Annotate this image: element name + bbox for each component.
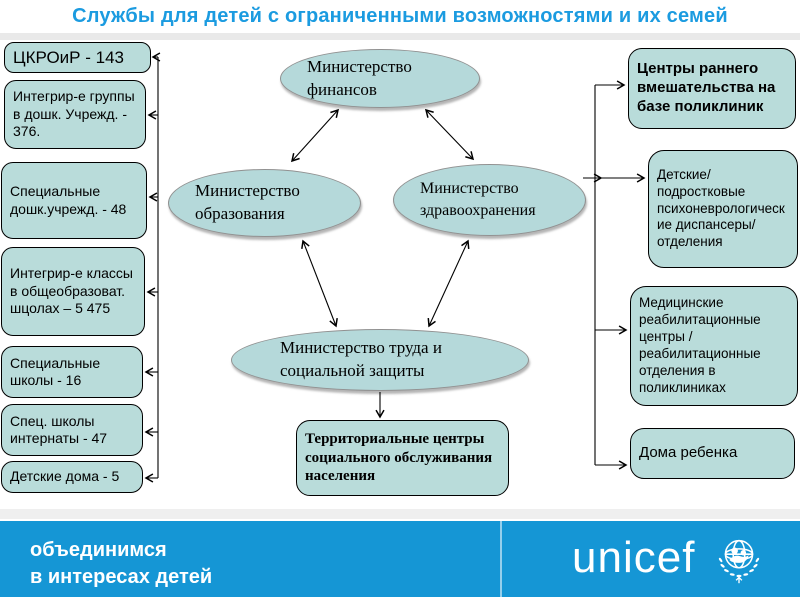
- left-box-label: Специальные дошк.учрежд. - 48: [10, 183, 127, 217]
- unicef-slogan: объединимся в интересах детей: [30, 537, 212, 591]
- territorial-centers-label: Территориальные центры социального обслу…: [305, 430, 493, 485]
- territorial-centers-box: Территориальные центры социального обслу…: [296, 420, 509, 496]
- right-box-label: Центры раннего вмешательства на базе пол…: [637, 60, 776, 115]
- left-box-integrated-groups: Интегрир-е группы в дошк. Учрежд. - 376.: [4, 80, 146, 149]
- right-box-label: Дома ребенка: [639, 444, 738, 462]
- slogan-line-2: в интересах детей: [30, 566, 213, 588]
- left-box-special-preschool: Специальные дошк.учрежд. - 48: [1, 162, 147, 239]
- unicef-logo-icon: [718, 539, 760, 584]
- left-box-boarding-schools: Спец. школы интернаты - 47: [1, 404, 143, 456]
- pre-footer-divider: [0, 509, 800, 519]
- right-box-label: Детские/ подростковые психоневрологическ…: [657, 166, 785, 250]
- right-box-psychoneuro-dispensaries: Детские/ подростковые психоневрологическ…: [648, 150, 798, 268]
- ministry-label: Министерство финансов: [307, 56, 412, 99]
- left-box-label: ЦКРОиР - 143: [13, 47, 124, 67]
- right-box-baby-homes: Дома ребенка: [630, 428, 795, 479]
- left-box-label: Детские дома - 5: [10, 468, 120, 485]
- header: Службы для детей с ограниченными возможн…: [0, 0, 800, 33]
- page-title: Службы для детей с ограниченными возможн…: [72, 5, 728, 27]
- footer-divider-line: [500, 521, 502, 597]
- right-box-medical-rehab: Медицинские реабилитационные центры / ре…: [630, 286, 798, 406]
- ellipse-ministry-labor: Министерство труда и социальной защиты: [231, 329, 529, 391]
- ellipse-ministry-education: Министерство образования: [168, 169, 361, 237]
- right-box-label: Медицинские реабилитационные центры / ре…: [639, 295, 761, 395]
- left-box-label: Специальные школы - 16: [10, 354, 101, 389]
- ellipse-ministry-health: Министерство здравоохранения: [393, 164, 586, 236]
- left-box-label: Интегрир-е группы в дошк. Учрежд. - 376.: [13, 88, 135, 140]
- left-box-label: Интегрир-е классы в общеобразоват. шцола…: [10, 265, 133, 317]
- right-box-early-intervention: Центры раннего вмешательства на базе пол…: [628, 48, 796, 129]
- ellipse-ministry-finance: Министерство финансов: [280, 49, 480, 108]
- unicef-wordmark: unicef: [572, 533, 696, 582]
- left-box-orphanages: Детские дома - 5: [1, 461, 143, 493]
- header-divider: [0, 33, 800, 40]
- slogan-line-1: объединимся: [30, 539, 167, 561]
- bottom-margin: [0, 597, 800, 600]
- left-box-label: Спец. школы интернаты - 47: [10, 412, 108, 447]
- left-box-integrated-classes: Интегрир-е классы в общеобразоват. шцола…: [1, 247, 145, 336]
- ministry-label: Министерство здравоохранения: [420, 180, 536, 219]
- left-box-ckroir: ЦКРОиР - 143: [4, 42, 151, 73]
- footer-banner: объединимся в интересах детей unicef: [0, 521, 800, 597]
- ministry-label: Министерство образования: [195, 181, 300, 223]
- ministry-label: Министерство труда и социальной защиты: [280, 338, 442, 380]
- left-box-special-schools: Специальные школы - 16: [1, 346, 143, 398]
